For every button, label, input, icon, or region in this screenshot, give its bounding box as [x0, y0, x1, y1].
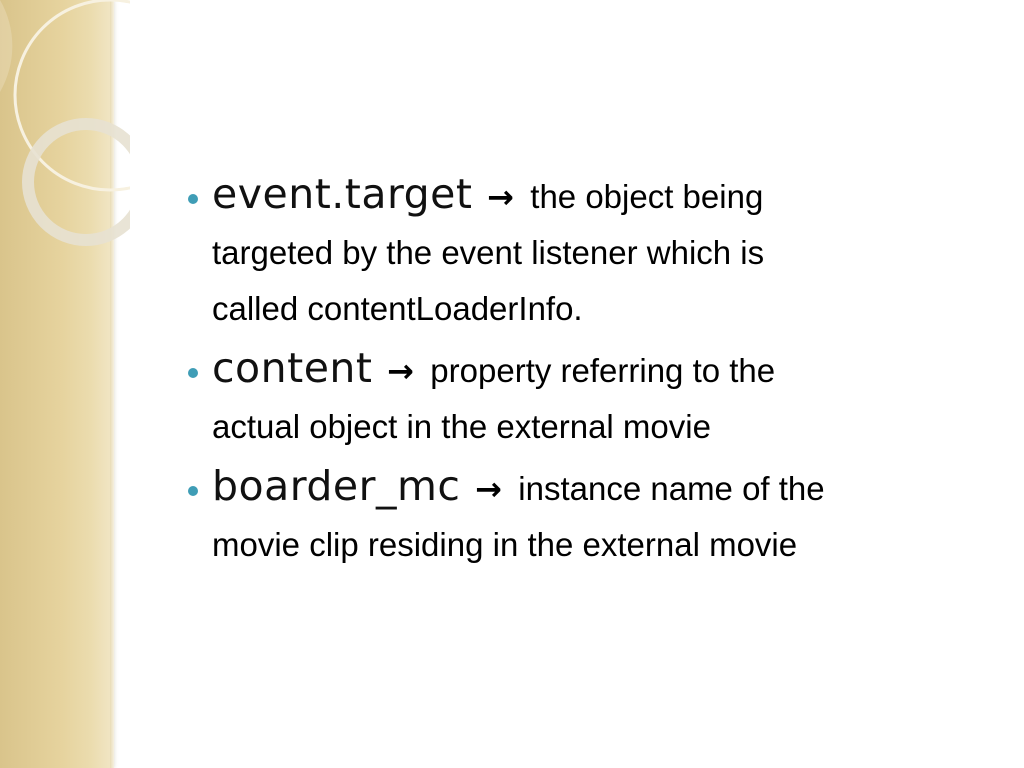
bullet-dot: [188, 194, 198, 204]
bullet-line: boarder_mc → instance name of the: [212, 458, 978, 517]
slide-content: event.target → the object being targeted…: [188, 166, 978, 576]
term-label: boarder_mc: [212, 462, 461, 510]
bullet-item-content: content → property referring to the actu…: [188, 340, 978, 455]
description-line: actual object in the external movie: [212, 408, 711, 445]
small-ring: [22, 118, 130, 246]
bullet-item-boarder-mc: boarder_mc → instance name of the movie …: [188, 458, 978, 573]
arrow-icon: →: [486, 178, 514, 216]
bullet-line: content → property referring to the: [212, 340, 978, 399]
bullet-dot: [188, 486, 198, 496]
bullet-item-event-target: event.target → the object being targeted…: [188, 166, 978, 337]
large-ring: [13, 0, 130, 192]
bullet-line: event.target → the object being: [212, 166, 978, 225]
description-line: called contentLoaderInfo.: [212, 290, 583, 327]
side-panel-edge: [110, 0, 114, 768]
arrow-icon: →: [474, 470, 502, 508]
description-text: the object being: [530, 178, 764, 215]
term-label: event.target: [212, 170, 473, 218]
description-text: property referring to the: [430, 352, 776, 389]
description-line: movie clip residing in the external movi…: [212, 526, 798, 563]
decorative-rings: [0, 0, 130, 246]
term-label: content: [212, 344, 373, 392]
description-text: instance name of the: [518, 470, 825, 507]
arrow-icon: →: [386, 352, 414, 390]
bullet-dot: [188, 368, 198, 378]
description-line: targeted by the event listener which is: [212, 234, 765, 271]
